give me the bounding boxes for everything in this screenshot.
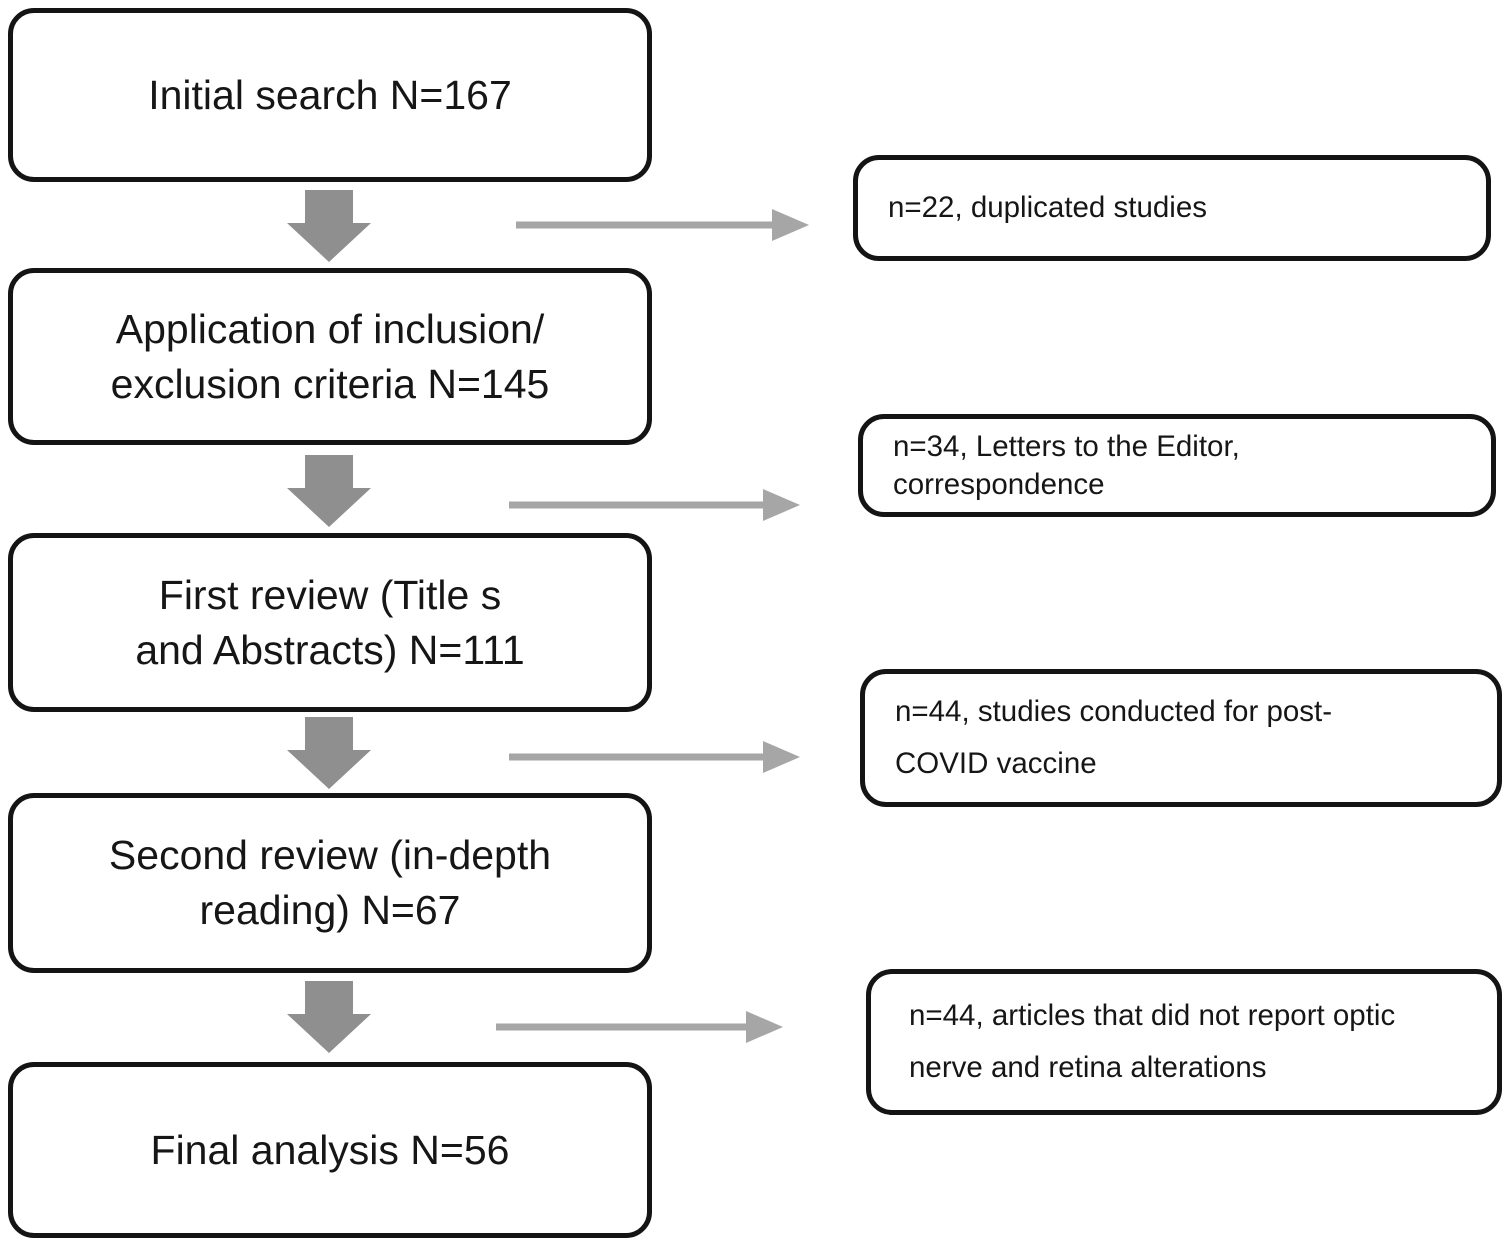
excluded-no-optic-retina-box: n=44, articles that did not report optic… — [866, 969, 1502, 1115]
flow-step-text: Initial search N=167 — [148, 71, 512, 118]
exclusion-text: nerve and retina alterations — [909, 1051, 1267, 1084]
down-block-arrow-icon — [287, 190, 371, 262]
flow-step-text: Second review (in-depth — [108, 832, 552, 879]
right-arrow-icon — [516, 209, 809, 241]
flow-step-first-review: First review (Title s and Abstracts) N=1… — [8, 533, 652, 712]
down-block-arrow-icon — [287, 981, 371, 1053]
flow-step-text: and Abstracts) N=111 — [135, 626, 525, 673]
exclusion-text: correspondence — [893, 467, 1105, 501]
flow-step-final-analysis: Final analysis N=56 — [8, 1062, 652, 1238]
flow-step-second-review: Second review (in-depth reading) N=67 — [8, 793, 652, 973]
exclusion-text: COVID vaccine — [895, 747, 1097, 780]
flow-step-text: First review (Title s — [158, 571, 502, 618]
excluded-post-covid-vaccine-box: n=44, studies conducted for post- COVID … — [860, 669, 1502, 807]
exclusion-text: n=44, studies conducted for post- — [895, 694, 1333, 728]
flow-step-initial-search: Initial search N=167 — [8, 8, 652, 182]
exclusion-text: n=44, articles that did not report optic — [909, 998, 1396, 1032]
flow-step-text: exclusion criteria N=145 — [110, 360, 550, 407]
down-block-arrow-icon — [287, 717, 371, 789]
flow-step-text: Final analysis N=56 — [150, 1126, 510, 1173]
exclusion-text: n=22, duplicated studies — [888, 191, 1207, 224]
flow-step-text: Application of inclusion/ — [115, 305, 545, 352]
excluded-letters-box: n=34, Letters to the Editor, corresponde… — [858, 414, 1496, 517]
flow-step-text: reading) N=67 — [199, 887, 461, 933]
excluded-duplicates-box: n=22, duplicated studies — [853, 155, 1491, 261]
right-arrow-icon — [496, 1011, 783, 1043]
flow-step-inclusion-exclusion: Application of inclusion/ exclusion crit… — [8, 268, 652, 445]
right-arrow-icon — [509, 489, 800, 521]
exclusion-text: n=34, Letters to the Editor, — [893, 430, 1240, 464]
right-arrow-icon — [509, 741, 800, 773]
down-block-arrow-icon — [287, 455, 371, 527]
